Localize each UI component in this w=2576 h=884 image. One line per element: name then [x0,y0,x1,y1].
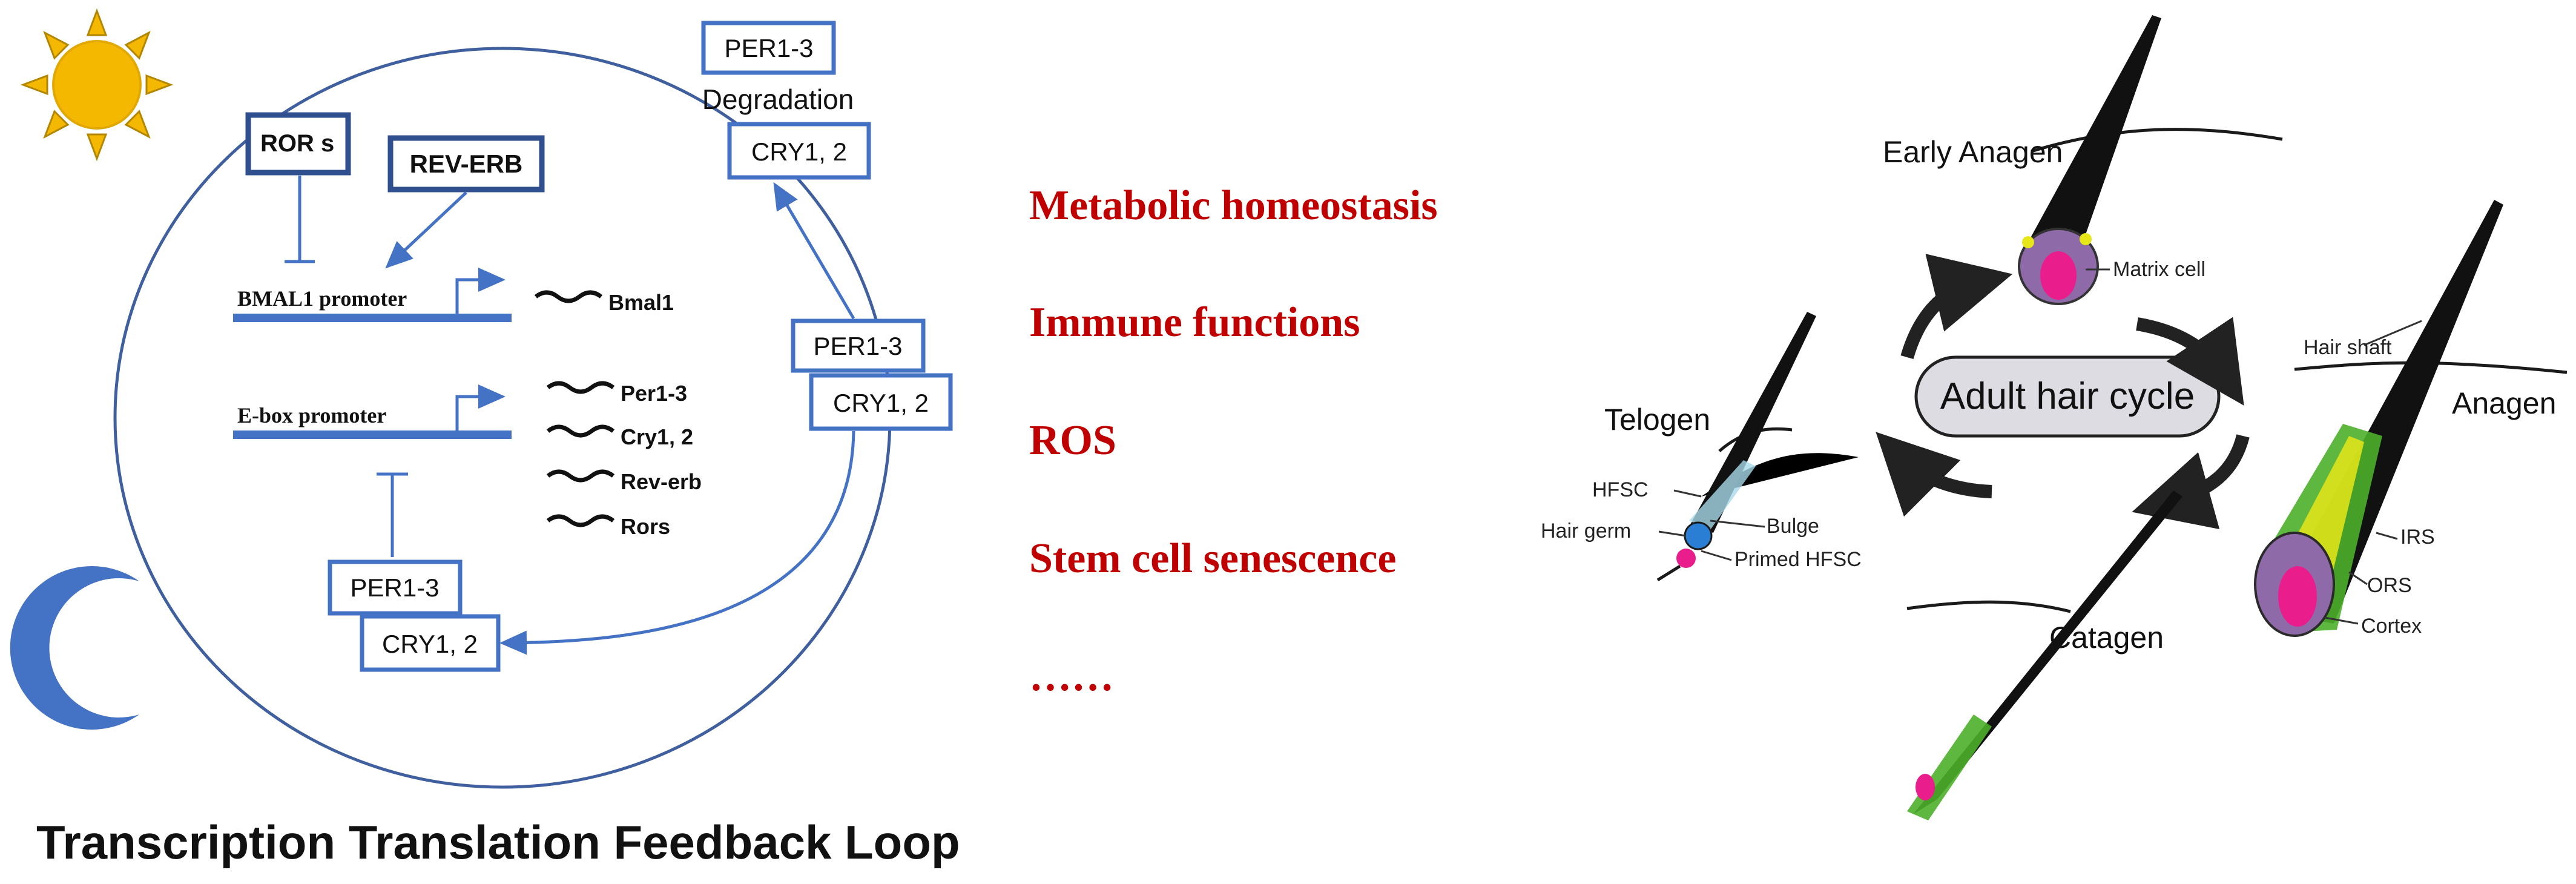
outcome-more: …… [1029,653,1114,700]
hair-cycle-center-label: Adult hair cycle [1940,375,2195,417]
rev-erb-label: REV-ERB [410,150,523,178]
cry-box-bottom [360,614,501,672]
hair-cycle-diagram: Adult hair cycle Early Anagen Matrix cel… [1541,15,2568,820]
bmal1-promoter-label: BMAL1 promoter [237,286,407,311]
per-label-top: PER1-3 [724,34,813,62]
rors-box [245,112,351,176]
outcome-senescence: Stem cell senescence [1029,535,1396,582]
cry-label-right: CRY1, 2 [833,389,929,417]
per-mrna [546,381,615,394]
hfsc-label: HFSC [1592,478,1649,501]
cry-mrna [546,424,615,438]
rors-transcript: Rors [621,514,670,539]
hair-germ-label: Hair germ [1541,520,1631,543]
outcome-metabolic: Metabolic homeostasis [1029,182,1438,229]
bmal1-transcript: Bmal1 [608,290,674,315]
rev-erb-box [387,135,545,193]
catagen-follicle [1906,490,2182,820]
panel-title: Transcription Translation Feedback Loop [36,816,960,869]
anagen-label: Anagen [2452,386,2556,420]
rors-label: ROR s [260,130,334,157]
per-box-right [791,318,926,373]
sun-icon [20,8,174,162]
degradation-label: Degradation [702,84,854,115]
reverb-mrna [546,469,615,483]
per-transcript: Per1-3 [621,381,687,406]
telogen-label: Telogen [1604,403,1710,437]
per-box-top [701,21,836,75]
cry-label-bottom: CRY1, 2 [382,630,478,658]
bulge-label: Bulge [1767,515,1819,538]
early-anagen-label: Early Anagen [1883,135,2063,169]
outcome-ros: ROS [1029,417,1116,464]
cry-transcript: Cry1, 2 [621,424,693,449]
rors-mrna [546,514,615,527]
per-label-right: PER1-3 [813,332,902,360]
per-box-bottom [328,559,463,616]
early-anagen-follicle [2018,15,2283,305]
primed-hfsc-label: Primed HFSC [1734,548,1862,571]
ors-label: ORS [2367,574,2412,597]
anagen-follicle [2254,200,2568,637]
telogen-follicle [1656,312,1859,582]
hair-shaft-label: Hair shaft [2304,336,2392,359]
cry-box-top [727,122,871,180]
ebox-promoter-label: E-box promoter [237,403,386,427]
per-label-bottom: PER1-3 [350,573,439,602]
matrix-cell-label: Matrix cell [2113,258,2205,281]
cortex-label: Cortex [2361,615,2422,638]
irs-label: IRS [2400,526,2435,549]
catagen-label: Catagen [2049,621,2164,655]
cry-box-right [809,373,953,431]
moon-icon [10,566,140,730]
bmal1-mrna [534,290,603,303]
cry-label-top: CRY1, 2 [751,137,847,166]
outcome-immune: Immune functions [1029,299,1360,346]
reverb-transcript: Rev-erb [621,469,702,494]
